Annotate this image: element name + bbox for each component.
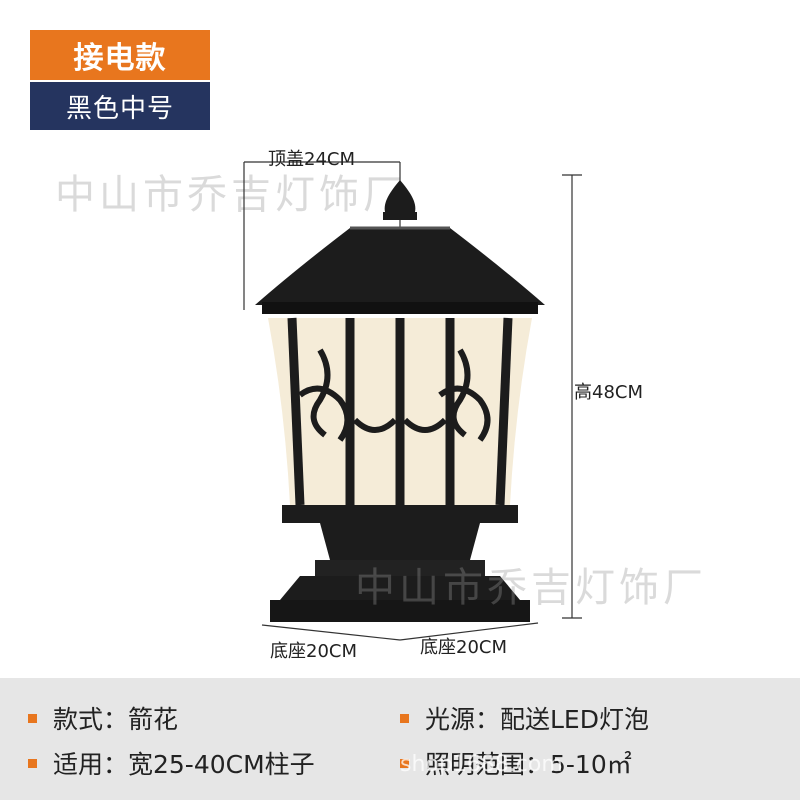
spec-light-source-text: 光源：配送LED灯泡 [425,705,649,734]
watermark-top: 中山市乔吉灯饰厂 [55,172,407,218]
bullet-icon [28,758,37,768]
top-cap-dimension: 顶盖24CM [268,149,356,170]
variant-tag: 黑色中号 [30,82,210,130]
spec-applicable-text: 适用：宽25-40CM柱子 [53,750,315,779]
spec-style-text: 款式：箭花 [53,705,179,734]
base-width-dimension-left: 底座20CM [270,641,358,662]
type-tag: 接电款 [30,30,210,80]
bullet-icon [400,713,409,723]
spec-panel [0,678,800,800]
spec-light-source: 光源：配送LED灯泡 [400,700,649,736]
bullet-icon [28,713,37,723]
url-watermark: shop1688.com [400,752,563,777]
spec-applicable: 适用：宽25-40CM柱子 [28,745,315,781]
spec-lighting-range-text: 照明范围：5-10㎡ [425,750,632,779]
watermark-middle: 中山市乔吉灯饰厂 [355,565,707,611]
height-dimension: 高48CM [574,382,644,403]
bullet-icon [400,758,409,768]
spec-lighting-range: 照明范围：5-10㎡ [400,745,632,781]
spec-style: 款式：箭花 [28,700,178,736]
base-width-dimension-right: 底座20CM [420,637,508,658]
